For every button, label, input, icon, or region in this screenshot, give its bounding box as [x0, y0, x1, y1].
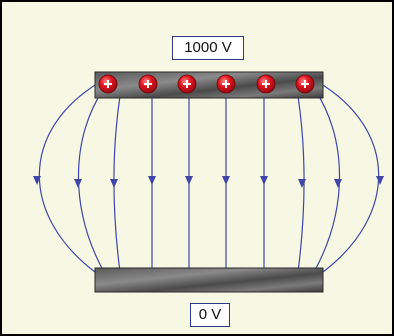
positive-charge-icon	[256, 74, 276, 94]
arrow-down-icon	[185, 176, 193, 185]
arrow-down-icon	[148, 176, 156, 185]
arrow-down-icon	[74, 179, 82, 188]
top-voltage-label: 1000 V	[172, 36, 244, 60]
field-line	[78, 87, 105, 273]
field-line	[313, 87, 340, 273]
field-line	[317, 81, 380, 273]
negative-plate	[94, 267, 324, 293]
arrow-down-icon	[222, 176, 230, 185]
bottom-voltage-label: 0 V	[190, 303, 230, 327]
arrow-down-icon	[33, 176, 41, 185]
field-lines	[33, 81, 384, 273]
arrow-down-icon	[298, 179, 306, 188]
positive-charge-icon	[216, 74, 236, 94]
positive-charges	[98, 74, 315, 94]
arrow-down-icon	[334, 179, 342, 188]
positive-charge-icon	[295, 74, 315, 94]
arrow-down-icon	[110, 179, 118, 188]
positive-charge-icon	[138, 74, 158, 94]
positive-plate	[94, 71, 324, 99]
arrow-down-icon	[260, 176, 268, 185]
positive-charge-icon	[177, 74, 197, 94]
field-line	[38, 81, 101, 273]
positive-charge-icon	[98, 74, 118, 94]
arrow-down-icon	[376, 176, 384, 185]
